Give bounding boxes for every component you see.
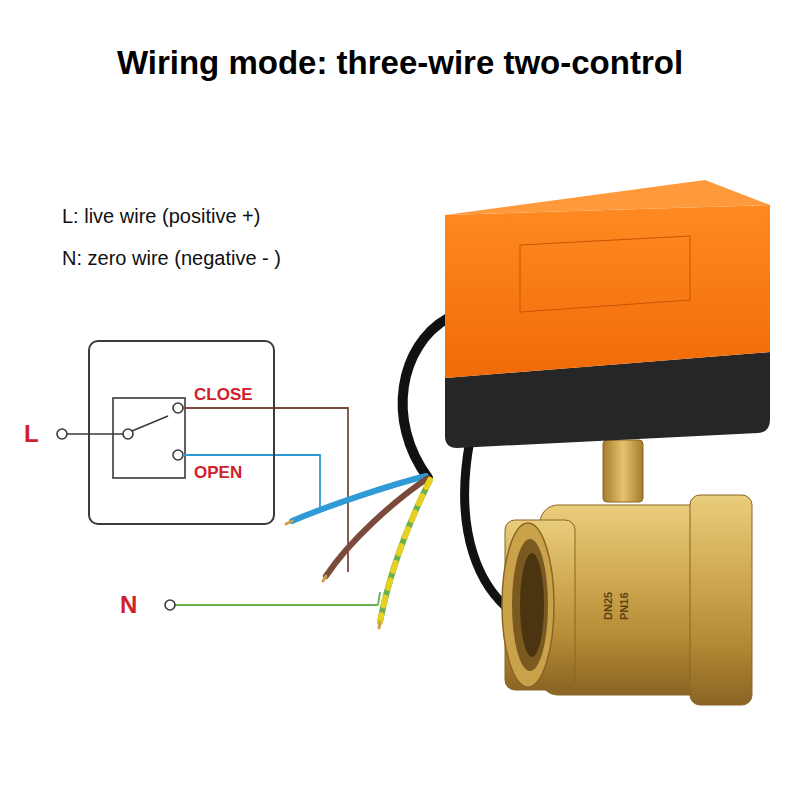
body-marking: DN25 bbox=[602, 592, 615, 620]
switch-symbol bbox=[57, 398, 185, 478]
actuator bbox=[445, 180, 770, 448]
contact-label: OPEN bbox=[194, 463, 242, 483]
legend-note: N: zero wire (negative - ) bbox=[62, 246, 281, 270]
diagram-title: Wiring mode: three-wire two-control bbox=[0, 44, 800, 82]
terminal-label: L bbox=[24, 420, 39, 449]
legend-note: L: live wire (positive +) bbox=[62, 204, 260, 228]
contact-label: CLOSE bbox=[194, 385, 253, 405]
terminal-label: N bbox=[120, 591, 137, 620]
body-marking: PN16 bbox=[618, 592, 631, 620]
switch-wires bbox=[165, 408, 380, 610]
valve-body bbox=[502, 440, 752, 705]
switch-box: CLOSE OPEN bbox=[88, 340, 275, 525]
lead-wires bbox=[286, 476, 430, 628]
